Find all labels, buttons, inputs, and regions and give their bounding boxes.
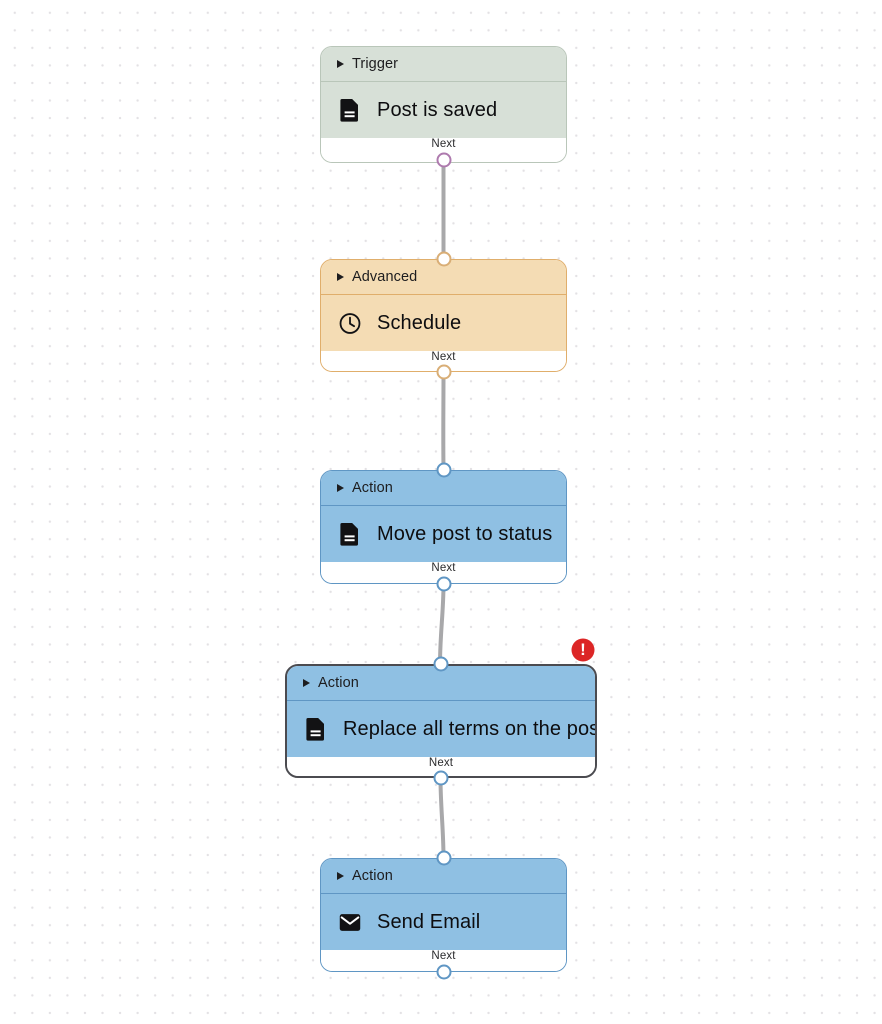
node-footer[interactable]: Next [287, 757, 595, 776]
port-out-trigger[interactable] [436, 152, 451, 168]
clock-icon [339, 311, 361, 335]
edge-move-to-replace [438, 583, 446, 665]
error-badge[interactable]: ! [571, 638, 595, 662]
node-footer[interactable]: Next [321, 950, 566, 971]
workflow-node-send-email[interactable]: Action Send Email Next [320, 858, 567, 972]
node-kind-label: Action [352, 868, 393, 884]
workflow-node-advanced[interactable]: Advanced Schedule Next [320, 259, 567, 372]
port-in-send-email[interactable] [436, 850, 451, 866]
caret-right-icon[interactable] [337, 60, 344, 68]
node-body[interactable]: Move post to status [321, 506, 566, 562]
node-next-label: Next [431, 138, 456, 150]
edge-replace-to-send-email [438, 777, 446, 859]
node-kind-label: Action [352, 480, 393, 496]
workflow-node-trigger[interactable]: Trigger Post is saved Next [320, 46, 567, 163]
workflow-node-move-post-to-status[interactable]: Action Move post to status Next [320, 470, 567, 584]
node-next-label: Next [431, 562, 456, 574]
node-title: Send Email [377, 910, 481, 933]
port-out-advanced[interactable] [436, 364, 451, 380]
port-in-replace-all-terms[interactable] [433, 656, 448, 672]
node-title: Replace all terms on the post [343, 717, 597, 740]
port-in-advanced[interactable] [436, 251, 451, 267]
port-out-move-post-to-status[interactable] [436, 576, 451, 592]
port-out-replace-all-terms[interactable] [433, 770, 448, 786]
node-divider [321, 81, 566, 82]
document-icon [305, 717, 327, 741]
node-footer[interactable]: Next [321, 562, 566, 583]
node-body[interactable]: Replace all terms on the post [287, 701, 595, 757]
node-divider [287, 700, 595, 701]
node-next-label: Next [431, 950, 456, 962]
port-in-move-post-to-status[interactable] [436, 462, 451, 478]
caret-right-icon[interactable] [303, 679, 310, 687]
caret-right-icon[interactable] [337, 872, 344, 880]
node-kind-label: Advanced [352, 269, 418, 285]
node-body[interactable]: Post is saved [321, 82, 566, 138]
port-out-send-email[interactable] [436, 964, 451, 980]
node-title: Schedule [377, 311, 462, 334]
node-title: Move post to status [377, 522, 553, 545]
caret-right-icon[interactable] [337, 484, 344, 492]
document-icon [339, 98, 361, 122]
node-divider [321, 505, 566, 506]
node-next-label: Next [431, 351, 456, 363]
error-badge-label: ! [580, 640, 586, 659]
envelope-icon [339, 910, 361, 934]
node-divider [321, 893, 566, 894]
document-icon [339, 522, 361, 546]
node-next-label: Next [428, 757, 454, 769]
node-title: Post is saved [377, 98, 498, 121]
node-header[interactable]: Action [287, 666, 595, 700]
node-body[interactable]: Send Email [321, 894, 566, 950]
caret-right-icon[interactable] [337, 273, 344, 281]
node-kind-label: Trigger [352, 56, 399, 72]
node-kind-label: Action [318, 675, 359, 691]
workflow-node-replace-all-terms[interactable]: Action Replace all terms on the post Nex… [285, 664, 597, 778]
node-header[interactable]: Trigger [321, 47, 566, 81]
node-footer[interactable]: Next [321, 351, 566, 371]
node-body[interactable]: Schedule [321, 295, 566, 351]
node-divider [321, 294, 566, 295]
